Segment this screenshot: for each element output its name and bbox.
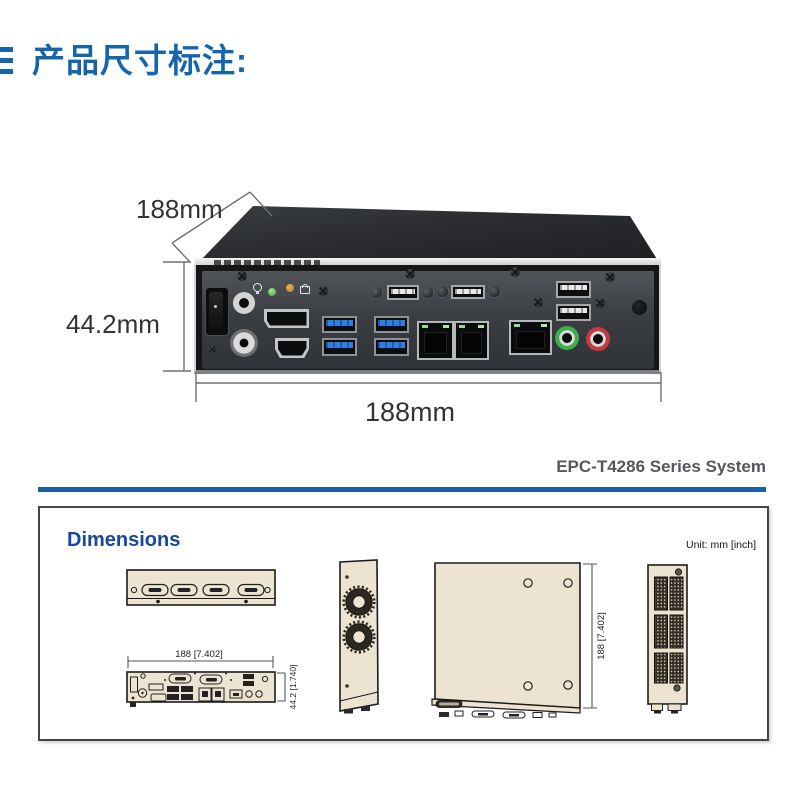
power-led-icon [253,283,262,294]
thumbscrew-icon [370,286,383,299]
thumbscrew-icon [488,285,501,298]
amber-led [286,284,294,292]
usb2-port [387,285,419,300]
usb2-port [451,285,485,299]
screw-icon [533,297,543,307]
screw-icon [595,298,605,308]
blue-divider [38,487,766,492]
screw-icon [208,345,216,353]
thumbscrew-icon [436,285,449,298]
height-dimension-label: 44.2mm [66,309,160,339]
audio-line-out-jack [555,326,579,350]
usb3-port [322,316,357,333]
power-switch-dot [214,305,217,308]
lan-port [509,320,552,355]
unit-note: Unit: mm [inch] [685,539,756,551]
screw-icon [237,271,247,281]
antenna-hole [632,300,647,315]
device-top-face [197,206,660,264]
device-front-lip [195,258,661,267]
screw-icon [605,272,615,282]
width-dimension-label: 188mm [364,397,456,427]
green-led [268,288,276,296]
clipped-glyph-fragment [0,47,13,76]
dc-power-jack [230,329,258,357]
usb3-port [374,316,409,333]
audio-mic-jack [586,327,610,351]
series-system-label: EPC-T4286 Series System [556,457,766,476]
power-switch-rocker [209,292,223,330]
displayport [264,309,309,328]
lan-port [417,321,454,360]
advantech-logo [214,260,320,265]
screw-icon [405,269,415,279]
hdmi-port [275,338,309,358]
lock-icon [300,284,310,294]
depth-dimension-label: 188mm [136,194,223,224]
usb3-port [322,338,357,356]
usb2-port [556,281,591,298]
page-title: 产品尺寸标注: [32,42,248,79]
thumbscrew-icon [421,286,434,299]
dimensions-heading: Dimensions [67,529,181,551]
usb2-port [556,304,591,321]
screw-icon [510,267,520,277]
usb3-port [374,338,409,356]
lan-port [454,321,489,360]
antenna-jack [233,292,255,314]
screw-icon [318,286,328,296]
